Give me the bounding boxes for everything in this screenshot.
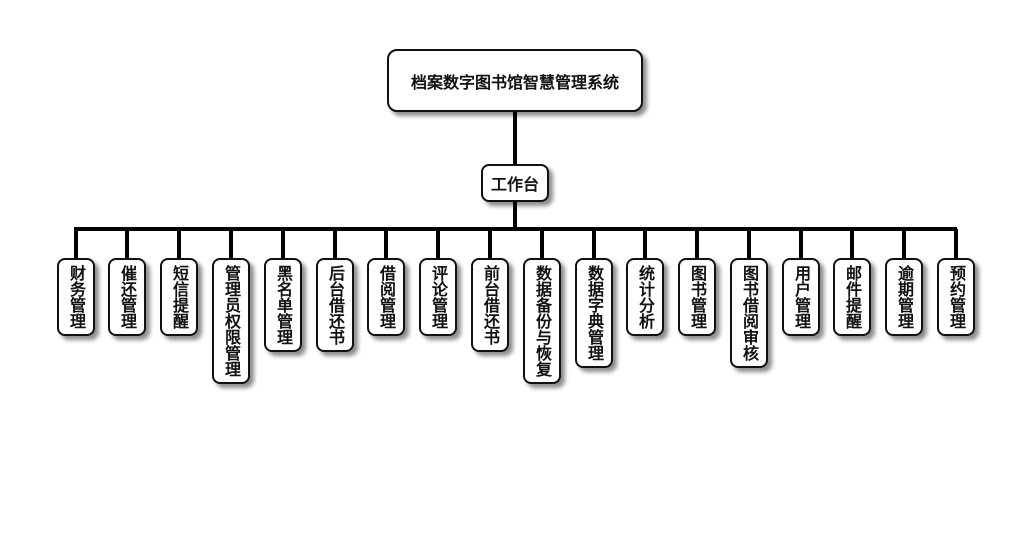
- module-node-label: 财务管理: [67, 265, 86, 329]
- module-node: 图书管理: [678, 258, 716, 336]
- module-drop-line: [850, 229, 854, 258]
- module-node-label: 前台借还书: [481, 265, 500, 345]
- root-node-label: 档案数字图书馆智慧管理系统: [410, 72, 619, 92]
- module-drop-line: [695, 229, 699, 258]
- module-drop-line: [902, 229, 906, 258]
- module-drop-line: [384, 229, 388, 258]
- module-node-label: 逾期管理: [895, 265, 914, 329]
- module-node: 管理员权限管理: [212, 258, 250, 384]
- module-node: 催还管理: [108, 258, 146, 336]
- workbench-node-label: 工作台: [490, 175, 539, 194]
- module-drop-line: [229, 229, 233, 258]
- module-node-label: 评论管理: [429, 265, 448, 329]
- module-node-label: 借阅管理: [377, 265, 396, 329]
- module-node: 评论管理: [419, 258, 457, 336]
- module-node-label: 数据字典管理: [585, 265, 604, 361]
- level1-to-bus-line: [513, 202, 517, 230]
- module-node: 数据字典管理: [575, 258, 613, 368]
- module-node: 短信提醒: [160, 258, 198, 336]
- module-node-label: 数据备份与恢复: [533, 265, 552, 377]
- module-drop-line: [281, 229, 285, 258]
- module-drop-line: [799, 229, 803, 258]
- module-node: 邮件提醒: [833, 258, 871, 336]
- module-drop-line: [488, 229, 492, 258]
- module-node-label: 预约管理: [947, 265, 966, 329]
- module-node-label: 图书管理: [688, 265, 707, 329]
- module-drop-line: [592, 229, 596, 258]
- module-node-label: 邮件提醒: [843, 265, 862, 329]
- module-drop-line: [954, 229, 958, 258]
- horizontal-bus-line: [74, 227, 957, 231]
- module-node: 用户管理: [782, 258, 820, 336]
- module-node: 数据备份与恢复: [523, 258, 561, 384]
- workbench-node: 工作台: [481, 164, 549, 202]
- module-node-label: 统计分析: [636, 265, 655, 329]
- module-node-label: 短信提醒: [170, 265, 189, 329]
- module-node: 后台借还书: [316, 258, 354, 352]
- module-node: 逾期管理: [885, 258, 923, 336]
- module-node-label: 后台借还书: [326, 265, 345, 345]
- module-node: 借阅管理: [367, 258, 405, 336]
- module-node: 预约管理: [937, 258, 975, 336]
- module-node-label: 管理员权限管理: [222, 265, 241, 377]
- root-node: 档案数字图书馆智慧管理系统: [387, 49, 643, 112]
- module-drop-line: [125, 229, 129, 258]
- module-drop-line: [643, 229, 647, 258]
- module-node-label: 黑名单管理: [274, 265, 293, 345]
- module-drop-line: [436, 229, 440, 258]
- module-node: 财务管理: [57, 258, 95, 336]
- module-node: 黑名单管理: [264, 258, 302, 352]
- root-to-level1-line: [513, 112, 517, 164]
- module-node: 前台借还书: [471, 258, 509, 352]
- module-node: 统计分析: [626, 258, 664, 336]
- module-drop-line: [74, 229, 78, 258]
- module-drop-line: [177, 229, 181, 258]
- module-node-label: 用户管理: [792, 265, 811, 329]
- module-drop-line: [333, 229, 337, 258]
- module-drop-line: [747, 229, 751, 258]
- module-node-label: 图书借阅审核: [740, 265, 759, 361]
- module-node: 图书借阅审核: [730, 258, 768, 368]
- module-drop-line: [540, 229, 544, 258]
- module-node-label: 催还管理: [118, 265, 137, 329]
